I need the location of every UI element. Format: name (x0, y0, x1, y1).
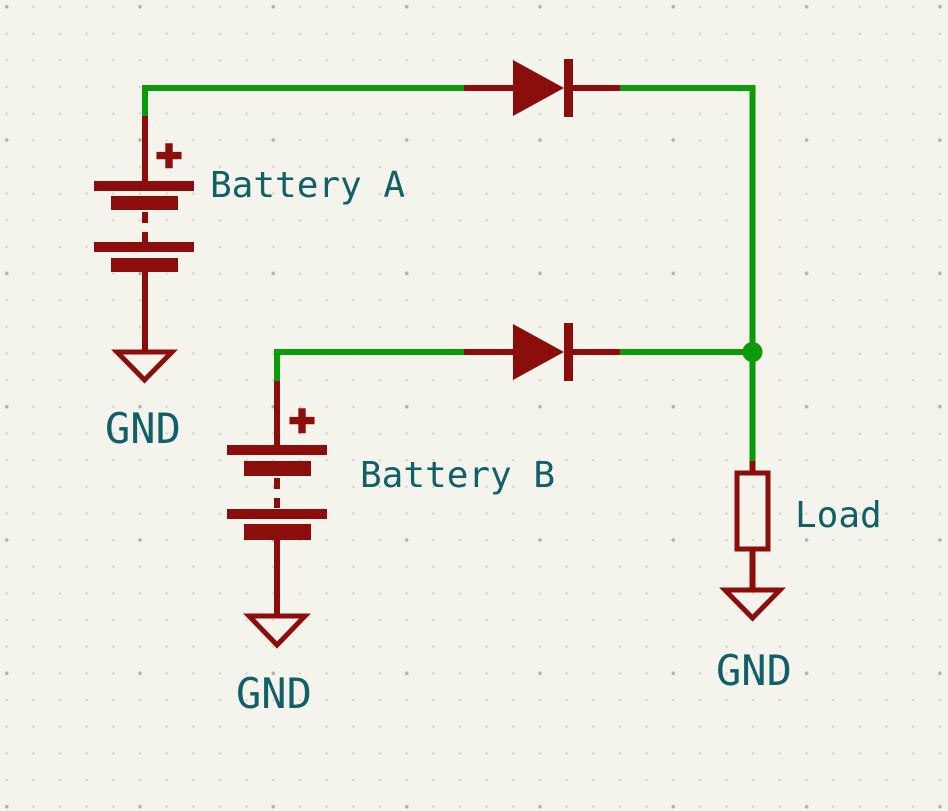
battery-b-label[interactable]: Battery B (360, 455, 555, 496)
load-label[interactable]: Load (795, 495, 882, 536)
wire-battery-a-to-diode-top[interactable] (142, 85, 464, 116)
battery-b-symbol[interactable]: + (227, 381, 327, 617)
battery-a-symbol[interactable]: + (94, 116, 194, 353)
gnd-symbol-load[interactable] (719, 587, 786, 622)
battery-a-plus-icon: + (156, 130, 181, 179)
diode-top-symbol[interactable] (464, 59, 620, 117)
gnd-symbol-battery-b[interactable] (243, 613, 311, 649)
gnd-load-label[interactable]: GND (716, 646, 792, 695)
wire-diode-top-to-junction[interactable] (620, 85, 756, 461)
diode-bottom-symbol[interactable] (464, 323, 620, 381)
battery-b-plus-icon: + (289, 395, 314, 444)
battery-a-label[interactable]: Battery A (210, 165, 405, 206)
load-resistor-symbol[interactable] (734, 461, 771, 591)
gnd-battery-b-label[interactable]: GND (236, 669, 312, 718)
junction-dot[interactable] (742, 342, 763, 362)
gnd-battery-a-label[interactable]: GND (105, 404, 181, 453)
wire-battery-b-to-diode-bottom[interactable] (274, 349, 464, 381)
gnd-symbol-battery-a[interactable] (111, 349, 178, 384)
